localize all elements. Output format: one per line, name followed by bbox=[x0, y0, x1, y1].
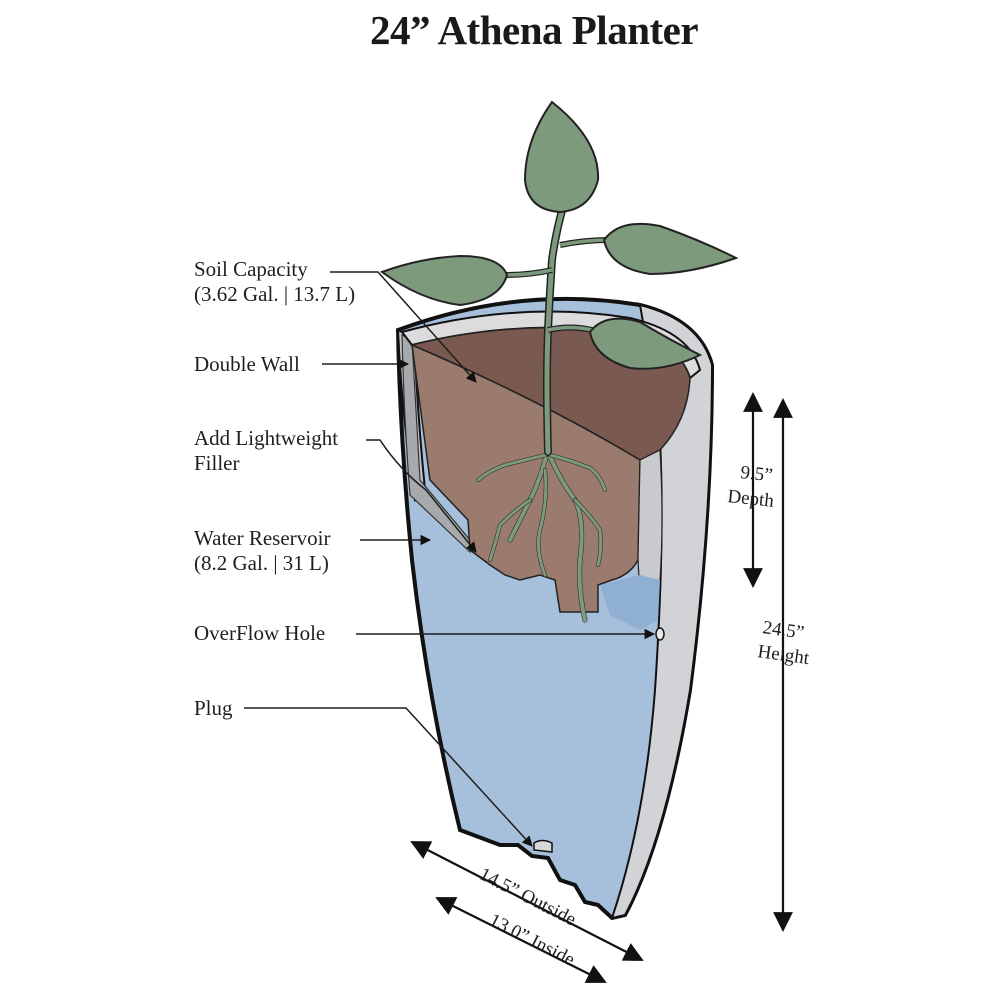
water-back bbox=[600, 575, 660, 630]
label-soil-capacity-value: (3.62 Gal. | 13.7 L) bbox=[194, 282, 355, 306]
overflow-hole bbox=[655, 627, 665, 641]
leaf-top bbox=[523, 100, 600, 214]
leader-lines bbox=[244, 271, 656, 847]
label-water-reservoir: Water Reservoir bbox=[194, 526, 331, 550]
leaf-right bbox=[602, 222, 739, 276]
label-soil-capacity: Soil Capacity bbox=[194, 257, 308, 281]
dimension-arrows bbox=[410, 392, 793, 983]
plug bbox=[533, 839, 553, 853]
inside-arrow bbox=[435, 897, 607, 983]
depth-value: 9.5” bbox=[739, 462, 773, 486]
plant-roots bbox=[476, 447, 607, 623]
label-double-wall: Double Wall bbox=[194, 352, 300, 376]
insert-wall-right bbox=[637, 449, 663, 597]
height-label: Height bbox=[756, 641, 811, 669]
leaf-left bbox=[379, 254, 509, 307]
height-value: 24.5” bbox=[761, 617, 805, 644]
diagram-title: 24” Athena Planter bbox=[369, 7, 699, 53]
depth-label: Depth bbox=[726, 486, 775, 512]
label-plug: Plug bbox=[194, 696, 233, 720]
leaf-lower-right bbox=[588, 317, 703, 370]
plant-leaves bbox=[379, 100, 739, 370]
label-filler-line1: Add Lightweight bbox=[194, 426, 338, 450]
label-overflow-hole: OverFlow Hole bbox=[194, 621, 325, 645]
label-water-reservoir-value: (8.2 Gal. | 31 L) bbox=[194, 551, 329, 575]
label-filler-line2: Filler bbox=[194, 451, 240, 475]
